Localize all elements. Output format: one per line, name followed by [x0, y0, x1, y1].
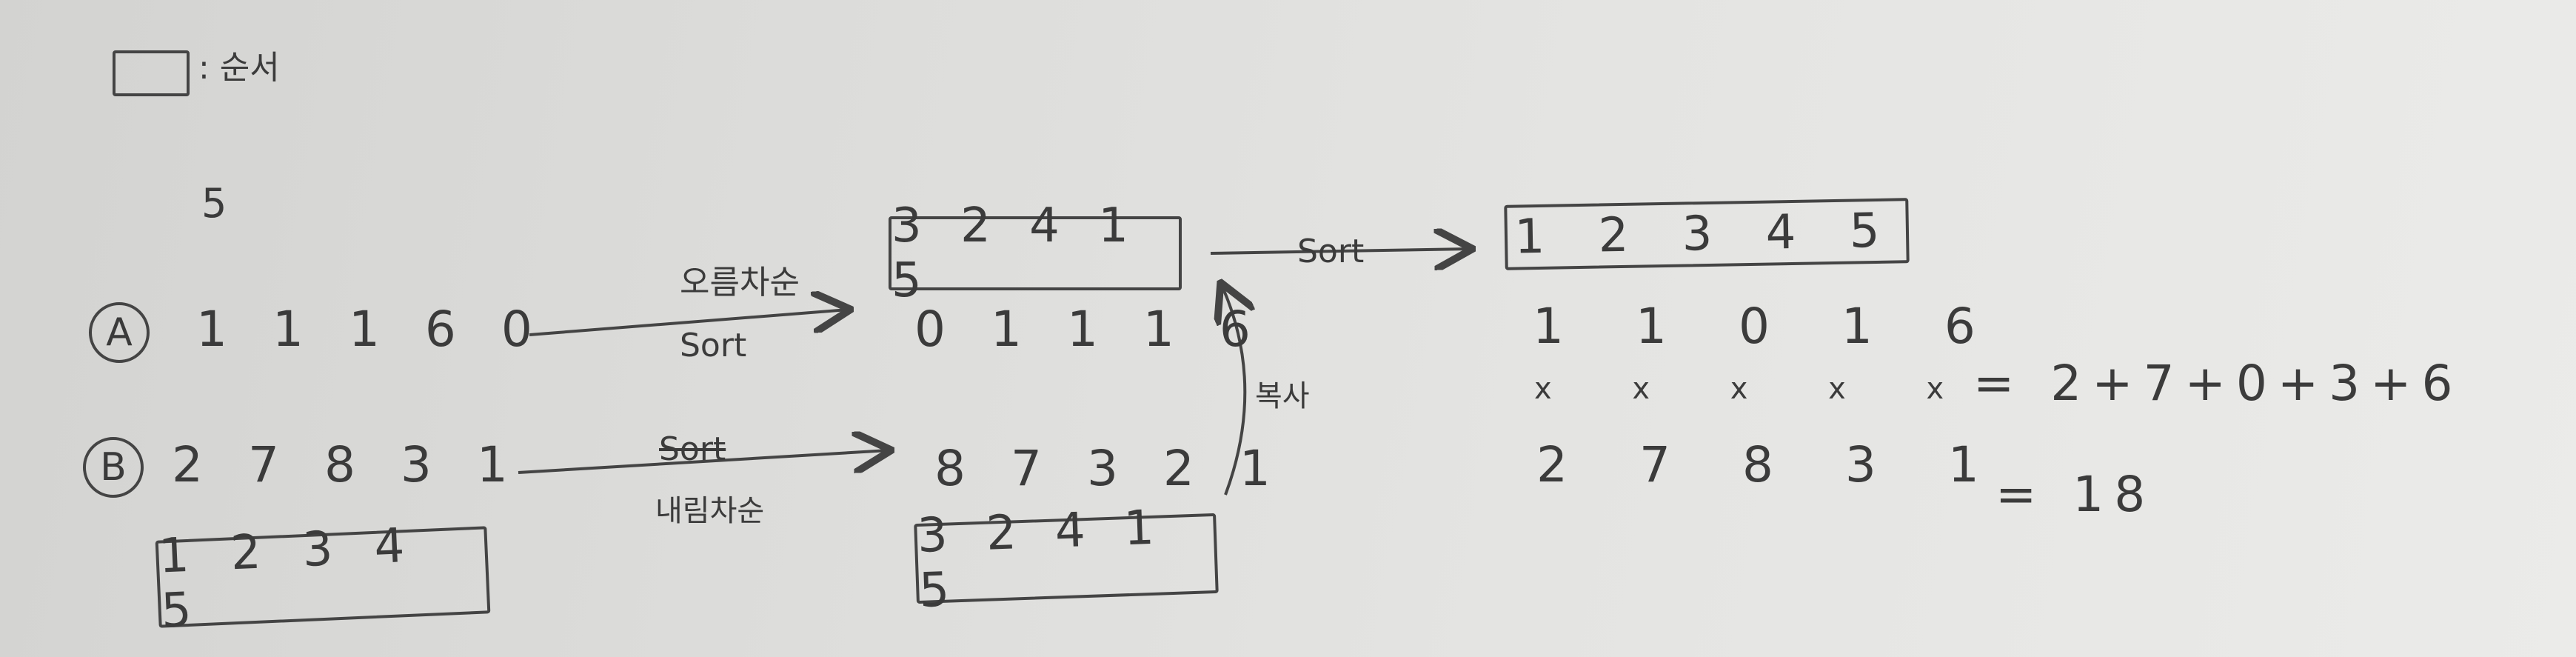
- copy-label: 복사: [1255, 379, 1310, 413]
- mid-a-sorted: 0 1 1 1 6: [914, 301, 1265, 358]
- mid-b-sorted: 8 7 3 2 1: [934, 440, 1285, 497]
- label-b-circle: B: [83, 437, 144, 498]
- right-b: 2 7 8 3 1: [1536, 436, 2007, 493]
- arrow-sort-label: Sort: [1297, 233, 1365, 270]
- arrow-asc-top: 오름차순: [680, 264, 800, 301]
- right-a: 1 1 0 1 6: [1533, 298, 2004, 355]
- mid-top-values: 3 2 4 1 5: [891, 199, 1140, 308]
- mid-bottom-box: 3 2 4 1 5: [914, 500, 1219, 618]
- right-box-values: 1 2 3 4 5: [1513, 203, 1900, 265]
- arrow-copy: [1222, 285, 1245, 496]
- right-x: x x x x x: [1534, 372, 1980, 406]
- mid-top-box: 3 2 4 1 5: [889, 199, 1182, 308]
- sum-result: = 18: [1995, 466, 2156, 523]
- arrow-desc-bottom: 내림차순: [655, 494, 765, 528]
- arrow-asc-bottom: Sort: [680, 327, 747, 364]
- mid-bottom-values: 3 2 4 1 5: [916, 500, 1167, 618]
- array-b: 2 7 8 3 1: [172, 436, 523, 493]
- count-n: 5: [201, 180, 227, 227]
- right-box: 1 2 3 4 5: [1504, 198, 1910, 270]
- sum-expression: = 2+7+0+3+6: [1973, 355, 2463, 412]
- arrow-b-desc: [518, 450, 889, 474]
- arrow-sort: [1210, 249, 1470, 253]
- label-b: B: [100, 445, 127, 490]
- legend-label: : 순서: [198, 49, 280, 87]
- array-a: 1 1 1 6 0: [196, 301, 547, 358]
- arrow-a-asc: [529, 310, 848, 336]
- order-b-box: 1 2 3 4 5: [155, 518, 491, 639]
- label-a: A: [106, 310, 133, 355]
- arrow-desc-top: Sort: [659, 430, 726, 468]
- label-a-circle: A: [89, 302, 150, 363]
- order-b-values: 1 2 3 4 5: [157, 518, 419, 639]
- order-symbol-box: [113, 50, 190, 96]
